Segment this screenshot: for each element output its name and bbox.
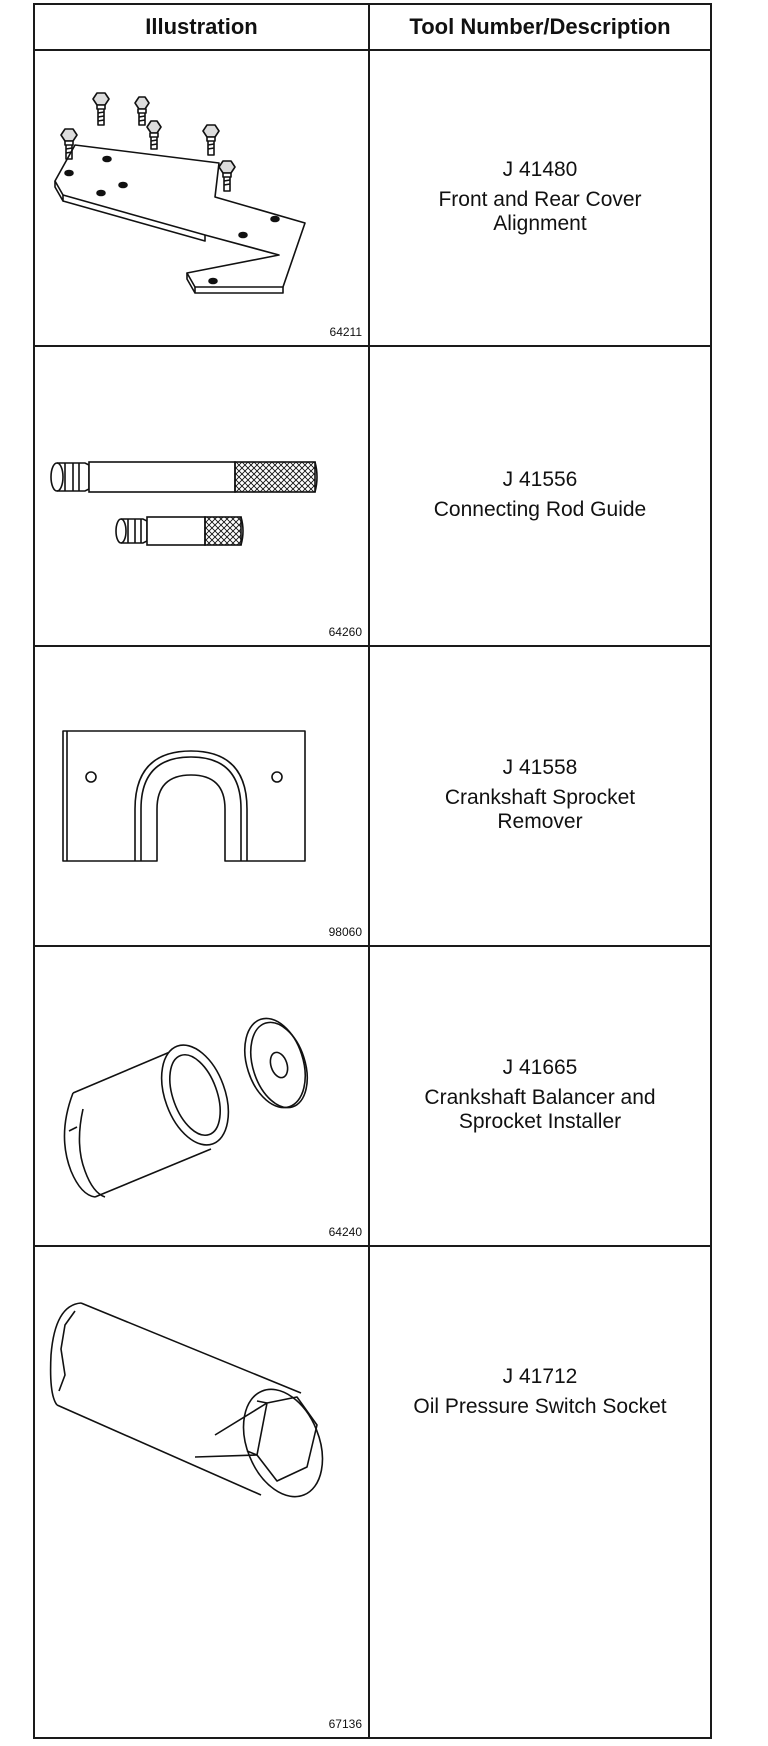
tool-description-line: Remover [497,810,583,833]
tool-number: J 41712 [502,1365,578,1388]
tool-description-cell: J 41558 Crankshaft Sprocket Remover [370,645,710,945]
tool-description-line: Sprocket Installer [458,1110,622,1133]
rod-guide-pins-icon [50,461,318,546]
tool-description-line: Oil Pressure Switch Socket [413,1395,667,1418]
figure-number: 67136 [328,1717,362,1731]
table-row: 64260 J 41556 Connecting Rod Guide [35,345,710,647]
tool-number: J 41480 [502,158,578,181]
tool-description-cell: J 41480 Front and Rear Cover Alignment [370,49,710,345]
tool-description-line: Crankshaft Sprocket [444,786,636,809]
header-tool-description: Tool Number/Description [409,14,671,39]
table-header: Illustration Tool Number/Description [35,5,710,51]
tool-description-line: Connecting Rod Guide [433,498,647,521]
tool-description-cell: J 41712 Oil Pressure Switch Socket [370,1245,710,1737]
header-illustration: Illustration [35,5,370,49]
figure-number: 64211 [329,325,362,339]
illustration-cell: 64211 [35,49,370,345]
figure-number: 64240 [328,1225,362,1239]
alignment-plate-with-bolts-icon [54,92,306,294]
tool-number: J 41556 [502,468,578,491]
table-row: 64211 J 41480 Front and Rear Cover Align… [35,49,710,347]
hex-socket-icon [49,1302,324,1498]
sprocket-remover-plate-icon [62,730,306,862]
special-tools-table: Illustration Tool Number/Description [33,3,712,1739]
table-row: 67136 J 41712 Oil Pressure Switch Socket [35,1245,710,1737]
figure-number: 64260 [328,625,362,639]
illustration-cell: 64240 [35,945,370,1245]
tool-description-line: Crankshaft Balancer and [424,1086,656,1109]
tool-description-line: Alignment [493,212,587,235]
table-row: 64240 J 41665 Crankshaft Balancer and Sp… [35,945,710,1247]
tool-description-line: Front and Rear Cover [438,188,642,211]
installer-sleeve-washer-icon [63,1017,309,1201]
tool-number: J 41558 [502,756,578,779]
illustration-cell: 64260 [35,345,370,645]
tool-description-cell: J 41556 Connecting Rod Guide [370,345,710,645]
illustration-cell: 67136 [35,1245,370,1737]
figure-number: 98060 [328,925,362,939]
illustration-cell: 98060 [35,645,370,945]
table-row: 98060 J 41558 Crankshaft Sprocket Remove… [35,645,710,947]
tool-number: J 41665 [502,1056,578,1079]
tool-description-cell: J 41665 Crankshaft Balancer and Sprocket… [370,945,710,1245]
